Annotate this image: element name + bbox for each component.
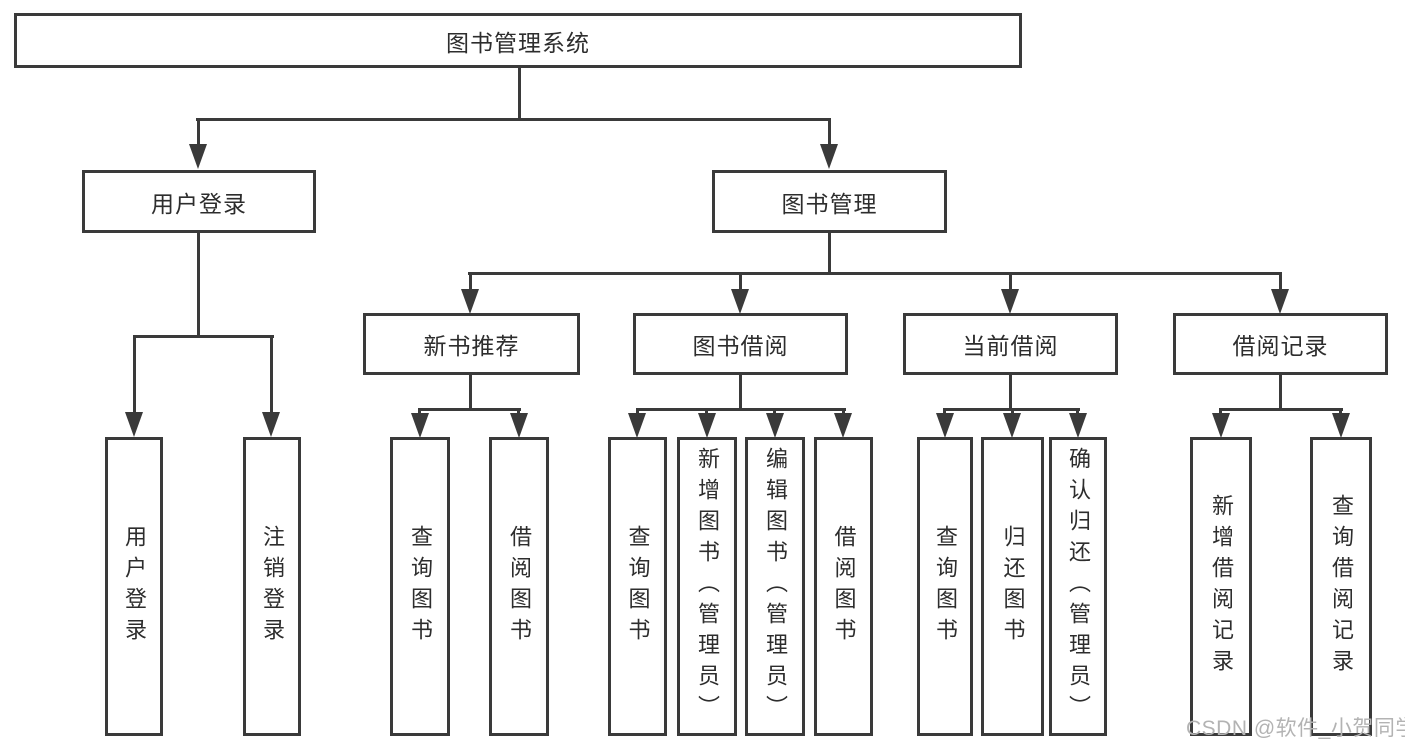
leaf-query-books: 查询图书	[390, 437, 450, 736]
arrow-down-icon	[189, 144, 207, 169]
arrow-down-icon	[1271, 289, 1289, 314]
arrow-down-icon	[1332, 413, 1350, 438]
connector-section1-drop	[418, 408, 421, 417]
connector-section2-drop	[842, 408, 845, 417]
leaf-label: 归还图书	[1000, 524, 1026, 649]
arrow-down-icon	[698, 413, 716, 438]
connector-section3-drop	[943, 408, 946, 417]
connector-login-bar	[133, 335, 274, 338]
connector-mgmt-drop	[1009, 272, 1012, 292]
leaf-query-books: 查询图书	[608, 437, 667, 736]
connector-section3-trunk	[1009, 375, 1012, 411]
leaf-label: 查询图书	[408, 524, 433, 649]
connector-mgmt-bar	[468, 272, 1282, 275]
node-new-book-recommendation: 新书推荐	[363, 313, 580, 375]
arrow-down-icon	[628, 413, 646, 438]
leaf-label: 查询图书	[625, 524, 651, 649]
arrow-down-icon	[411, 413, 429, 438]
arrow-down-icon	[834, 413, 852, 438]
leaf-label: 借阅图书	[507, 524, 532, 649]
leaf-label: 借阅图书	[831, 524, 857, 649]
leaf-edit-books-admin: 编辑图书（管理员）	[745, 437, 805, 736]
leaf-label: 编辑图书（管理员）	[763, 447, 788, 726]
node-book-borrowing: 图书借阅	[633, 313, 848, 375]
leaf-user-login: 用户登录	[105, 437, 163, 736]
leaf-label: 用户登录	[122, 524, 147, 649]
arrow-down-icon	[125, 412, 143, 437]
connector-login-drop	[270, 335, 273, 414]
connector-login-drop	[133, 335, 136, 414]
connector-section1-drop	[517, 408, 520, 417]
connector-section2-drop	[636, 408, 639, 417]
connector-section4-drop	[1339, 408, 1342, 417]
connector-level2-right-drop	[828, 118, 831, 147]
leaf-add-borrow-record: 新增借阅记录	[1190, 437, 1252, 736]
arrow-down-icon	[461, 289, 479, 314]
leaf-label: 注销登录	[260, 524, 285, 649]
connector-mgmt-trunk	[828, 233, 831, 275]
connector-mgmt-drop	[1279, 272, 1282, 292]
connector-login-trunk	[197, 233, 200, 335]
connector-mgmt-drop	[469, 272, 472, 292]
leaf-confirm-return-admin: 确认归还（管理员）	[1049, 437, 1107, 736]
connector-section4-bar	[1219, 408, 1343, 411]
arrow-down-icon	[936, 413, 954, 438]
leaf-label: 查询图书	[933, 524, 958, 649]
leaf-label: 查询借阅记录	[1329, 493, 1354, 680]
arrow-down-icon	[1001, 289, 1019, 314]
leaf-logout: 注销登录	[243, 437, 301, 736]
connector-level2-left-drop	[197, 118, 200, 147]
node-library-system: 图书管理系统	[14, 13, 1022, 68]
leaf-query-borrow-record: 查询借阅记录	[1310, 437, 1372, 736]
connector-section4-drop	[1219, 408, 1222, 417]
arrow-down-icon	[820, 144, 838, 169]
connector-section2-bar	[636, 408, 846, 411]
leaf-label: 新增图书（管理员）	[695, 447, 720, 726]
leaf-add-books-admin: 新增图书（管理员）	[677, 437, 737, 736]
leaf-query-books: 查询图书	[917, 437, 973, 736]
connector-section1-bar	[418, 408, 521, 411]
connector-section2-trunk	[739, 375, 742, 411]
connector-root-trunk	[518, 68, 521, 120]
arrow-down-icon	[1003, 413, 1021, 438]
connector-section4-trunk	[1279, 375, 1282, 411]
connector-level2-bar	[196, 118, 831, 121]
node-book-management: 图书管理	[712, 170, 947, 233]
leaf-borrow-books: 借阅图书	[814, 437, 873, 736]
arrow-down-icon	[1069, 413, 1087, 438]
connector-mgmt-drop	[739, 272, 742, 292]
node-current-borrowing: 当前借阅	[903, 313, 1118, 375]
arrow-down-icon	[1212, 413, 1230, 438]
csdn-watermark: CSDN @软件_小贺同学	[1186, 717, 1405, 740]
connector-section3-drop	[1076, 408, 1079, 417]
arrow-down-icon	[731, 289, 749, 314]
leaf-borrow-books: 借阅图书	[489, 437, 549, 736]
arrow-down-icon	[262, 412, 280, 437]
arrow-down-icon	[510, 413, 528, 438]
leaf-label: 确认归还（管理员）	[1066, 447, 1091, 726]
leaf-label: 新增借阅记录	[1209, 493, 1234, 680]
node-user-login: 用户登录	[82, 170, 316, 233]
leaf-return-books: 归还图书	[981, 437, 1044, 736]
arrow-down-icon	[766, 413, 784, 438]
connector-section2-drop	[773, 408, 776, 417]
connector-section3-drop	[1011, 408, 1014, 417]
connector-section1-trunk	[469, 375, 472, 411]
node-borrowing-records: 借阅记录	[1173, 313, 1388, 375]
connector-section2-drop	[705, 408, 708, 417]
